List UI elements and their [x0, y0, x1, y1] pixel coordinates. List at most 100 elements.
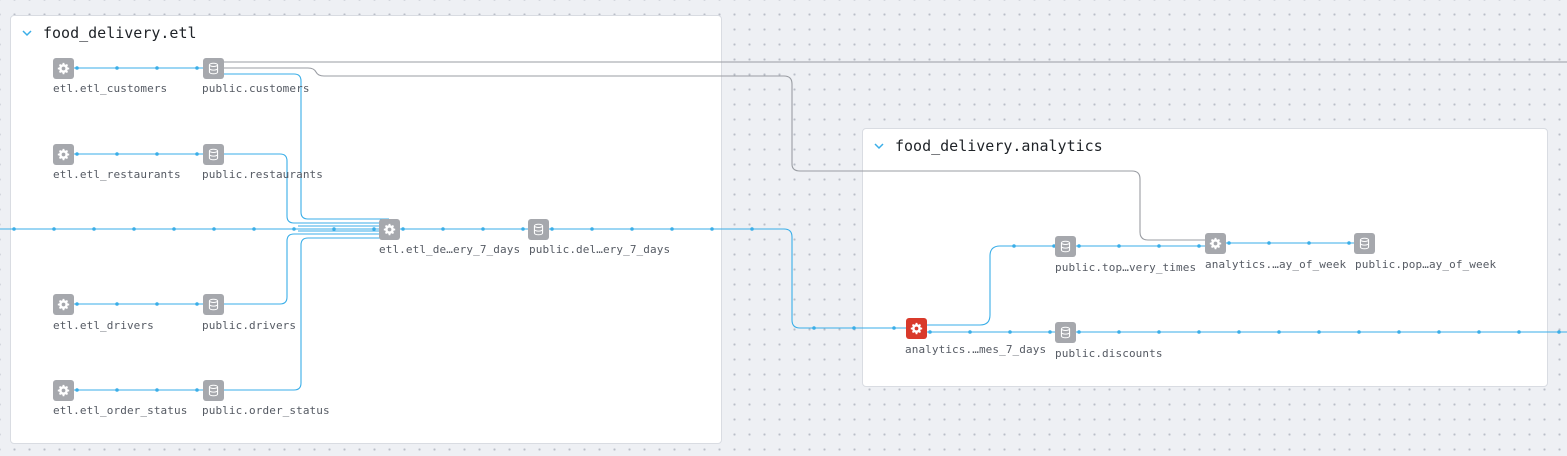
edge-flow-dot: [372, 227, 376, 231]
database-icon: [533, 223, 544, 236]
edge-flow-dot: [212, 227, 216, 231]
edge-public-deliveries-to-analytics: [538, 228, 916, 329]
database-icon: [208, 62, 219, 75]
edge-flow-dot: [75, 302, 79, 306]
edge-flow-dot: [481, 227, 485, 231]
chevron-down-icon[interactable]: [21, 27, 33, 39]
edge-flow-dot: [968, 330, 972, 334]
edge-flow-dot: [750, 227, 754, 231]
edge-flow-dot: [115, 302, 119, 306]
database-icon: [208, 384, 219, 397]
node-public-top-delivery-times[interactable]: [1055, 236, 1076, 257]
edge-flow-dot: [670, 227, 674, 231]
edge-flow-dot: [75, 66, 79, 70]
edge-flow-dot: [630, 227, 634, 231]
gear-icon: [57, 148, 70, 161]
edge-flow-dot: [132, 227, 136, 231]
edge-flow-dot: [590, 227, 594, 231]
edge-flow-dot: [92, 227, 96, 231]
edge-flow-dot: [1347, 241, 1351, 245]
node-public-deliveries[interactable]: [528, 219, 549, 240]
edge-flow-dot: [155, 388, 159, 392]
edge-flow-dot: [155, 66, 159, 70]
edge-flow-dot: [172, 227, 176, 231]
edge-flow-dot: [1517, 330, 1521, 334]
edge-flow-dot: [195, 388, 199, 392]
edge-order-status-to-deliveries: [213, 237, 389, 391]
edge-flow-dot: [1307, 241, 1311, 245]
edge-flow-dot: [115, 388, 119, 392]
node-etl-deliveries[interactable]: [379, 219, 400, 240]
edge-flow-dot: [292, 227, 296, 231]
gear-icon: [383, 223, 396, 236]
group-etl-header[interactable]: food_delivery.etl: [21, 22, 197, 44]
edge-flow-dot: [52, 227, 56, 231]
edge-flow-dot: [521, 227, 525, 231]
edge-flow-dot: [710, 227, 714, 231]
edge-flow-dot: [1197, 330, 1201, 334]
node-label-etl-restaurants: etl.etl_restaurants: [53, 168, 181, 181]
node-etl-drivers[interactable]: [53, 294, 74, 315]
edge-flow-dot: [1267, 241, 1271, 245]
edge-flow-dot: [1012, 244, 1016, 248]
edge-flow-dot: [75, 388, 79, 392]
gear-icon: [910, 322, 923, 335]
edge-flow-dot: [852, 326, 856, 330]
node-public-pop-day-of-week[interactable]: [1354, 233, 1375, 254]
node-label-public-drivers: public.drivers: [202, 319, 297, 332]
edge-flow-dot: [1437, 330, 1441, 334]
edge-flow-dot: [1157, 330, 1161, 334]
node-public-restaurants[interactable]: [203, 144, 224, 165]
edge-flow-dot: [155, 152, 159, 156]
edge-flow-dot: [550, 227, 554, 231]
node-public-order-status[interactable]: [203, 380, 224, 401]
node-public-drivers[interactable]: [203, 294, 224, 315]
edge-flow-dot: [1117, 244, 1121, 248]
node-analytics-mes-7-days[interactable]: [906, 318, 927, 339]
database-icon: [208, 148, 219, 161]
edge-flow-dot: [332, 227, 336, 231]
edge-flow-dot: [1477, 330, 1481, 334]
edge-flow-dot: [1227, 241, 1231, 245]
group-analytics-header[interactable]: food_delivery.analytics: [873, 135, 1103, 157]
edge-drivers-to-deliveries: [213, 233, 389, 305]
gear-icon: [57, 298, 70, 311]
group-analytics: food_delivery.analytics: [862, 128, 1548, 387]
edge-flow-dot: [1357, 330, 1361, 334]
edge-flow-dot: [195, 152, 199, 156]
gear-icon: [1209, 237, 1222, 250]
edge-flow-dot: [1317, 330, 1321, 334]
edge-flow-dot: [195, 66, 199, 70]
gear-icon: [57, 384, 70, 397]
node-etl-order-status[interactable]: [53, 380, 74, 401]
edge-flow-dot: [1077, 330, 1081, 334]
node-label-public-deliveries: public.del…ery_7_days: [529, 243, 671, 256]
node-etl-customers[interactable]: [53, 58, 74, 79]
edge-flow-dot: [155, 302, 159, 306]
node-label-etl-order-status: etl.etl_order_status: [53, 404, 188, 417]
edge-flow-dot: [1117, 330, 1121, 334]
node-label-analytics-day-of-week: analytics.…ay_of_week: [1205, 258, 1347, 271]
edge-flow-dot: [441, 227, 445, 231]
node-label-public-top-delivery-times: public.top…very_times: [1055, 261, 1197, 274]
database-icon: [1060, 240, 1071, 253]
database-icon: [1359, 237, 1370, 250]
edge-flow-dot: [1557, 330, 1561, 334]
edge-flow-dot: [1197, 244, 1201, 248]
chevron-down-icon[interactable]: [873, 140, 885, 152]
node-label-public-order-status: public.order_status: [202, 404, 330, 417]
edge-flow-dot: [75, 152, 79, 156]
node-public-customers[interactable]: [203, 58, 224, 79]
edge-analytics-to-top: [916, 245, 1065, 326]
edge-flow-dot: [1397, 330, 1401, 334]
node-label-etl-drivers: etl.etl_drivers: [53, 319, 154, 332]
edge-flow-dot: [1008, 330, 1012, 334]
edge-flow-dot: [252, 227, 256, 231]
node-public-discounts[interactable]: [1055, 322, 1076, 343]
node-analytics-day-of-week[interactable]: [1205, 233, 1226, 254]
database-icon: [208, 298, 219, 311]
node-etl-restaurants[interactable]: [53, 144, 74, 165]
edge-flow-dot: [1157, 244, 1161, 248]
node-label-analytics-mes-7-days: analytics.…mes_7_days: [905, 343, 1047, 356]
